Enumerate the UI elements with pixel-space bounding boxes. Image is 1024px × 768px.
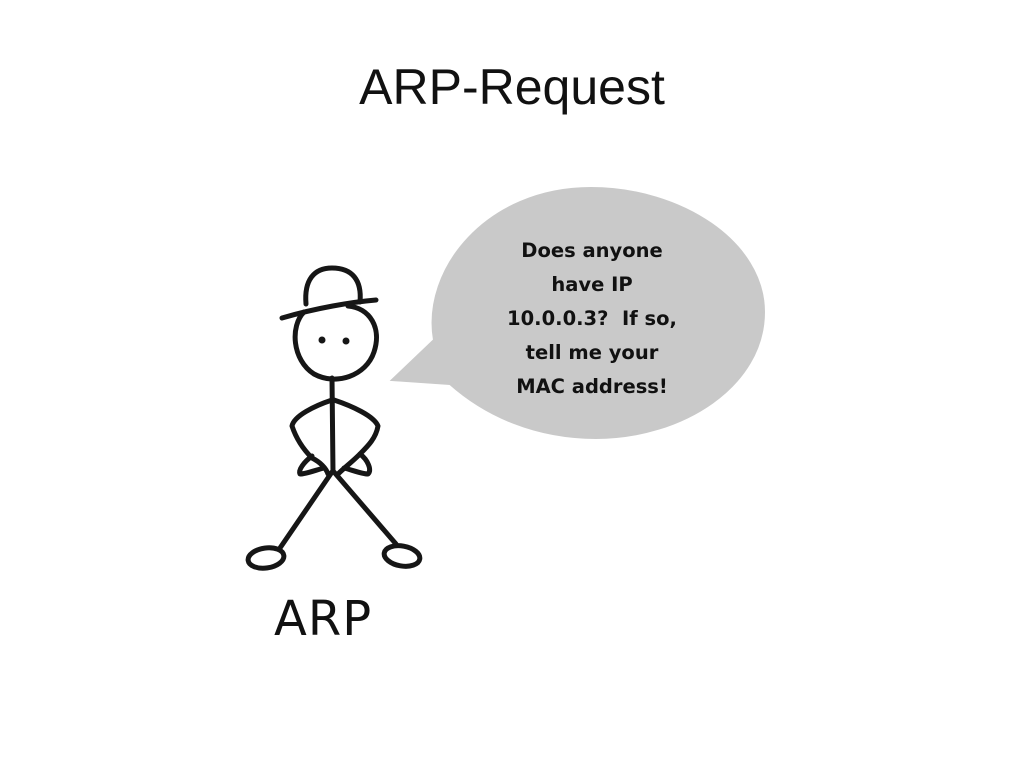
arp-scene: Does anyone have IP 10.0.0.3? If so, tel… xyxy=(236,180,796,660)
bubble-line: Does anyone xyxy=(521,239,663,262)
speech-bubble-text: Does anyone have IP 10.0.0.3? If so, tel… xyxy=(472,234,712,404)
body xyxy=(329,375,336,475)
character-label: ARP xyxy=(274,591,373,647)
speech-bubble xyxy=(389,186,766,440)
bubble-line: have IP xyxy=(551,273,633,296)
head xyxy=(292,303,379,382)
bubble-line: MAC address! xyxy=(516,375,668,398)
bubble-line: 10.0.0.3? If so, xyxy=(507,307,677,330)
arp-illustration xyxy=(245,186,766,571)
slide-title: ARP-Request xyxy=(359,59,665,115)
bubble-line: tell me your xyxy=(525,341,659,364)
hat-icon xyxy=(303,265,363,307)
stick-figure-with-hat-icon xyxy=(245,265,423,571)
